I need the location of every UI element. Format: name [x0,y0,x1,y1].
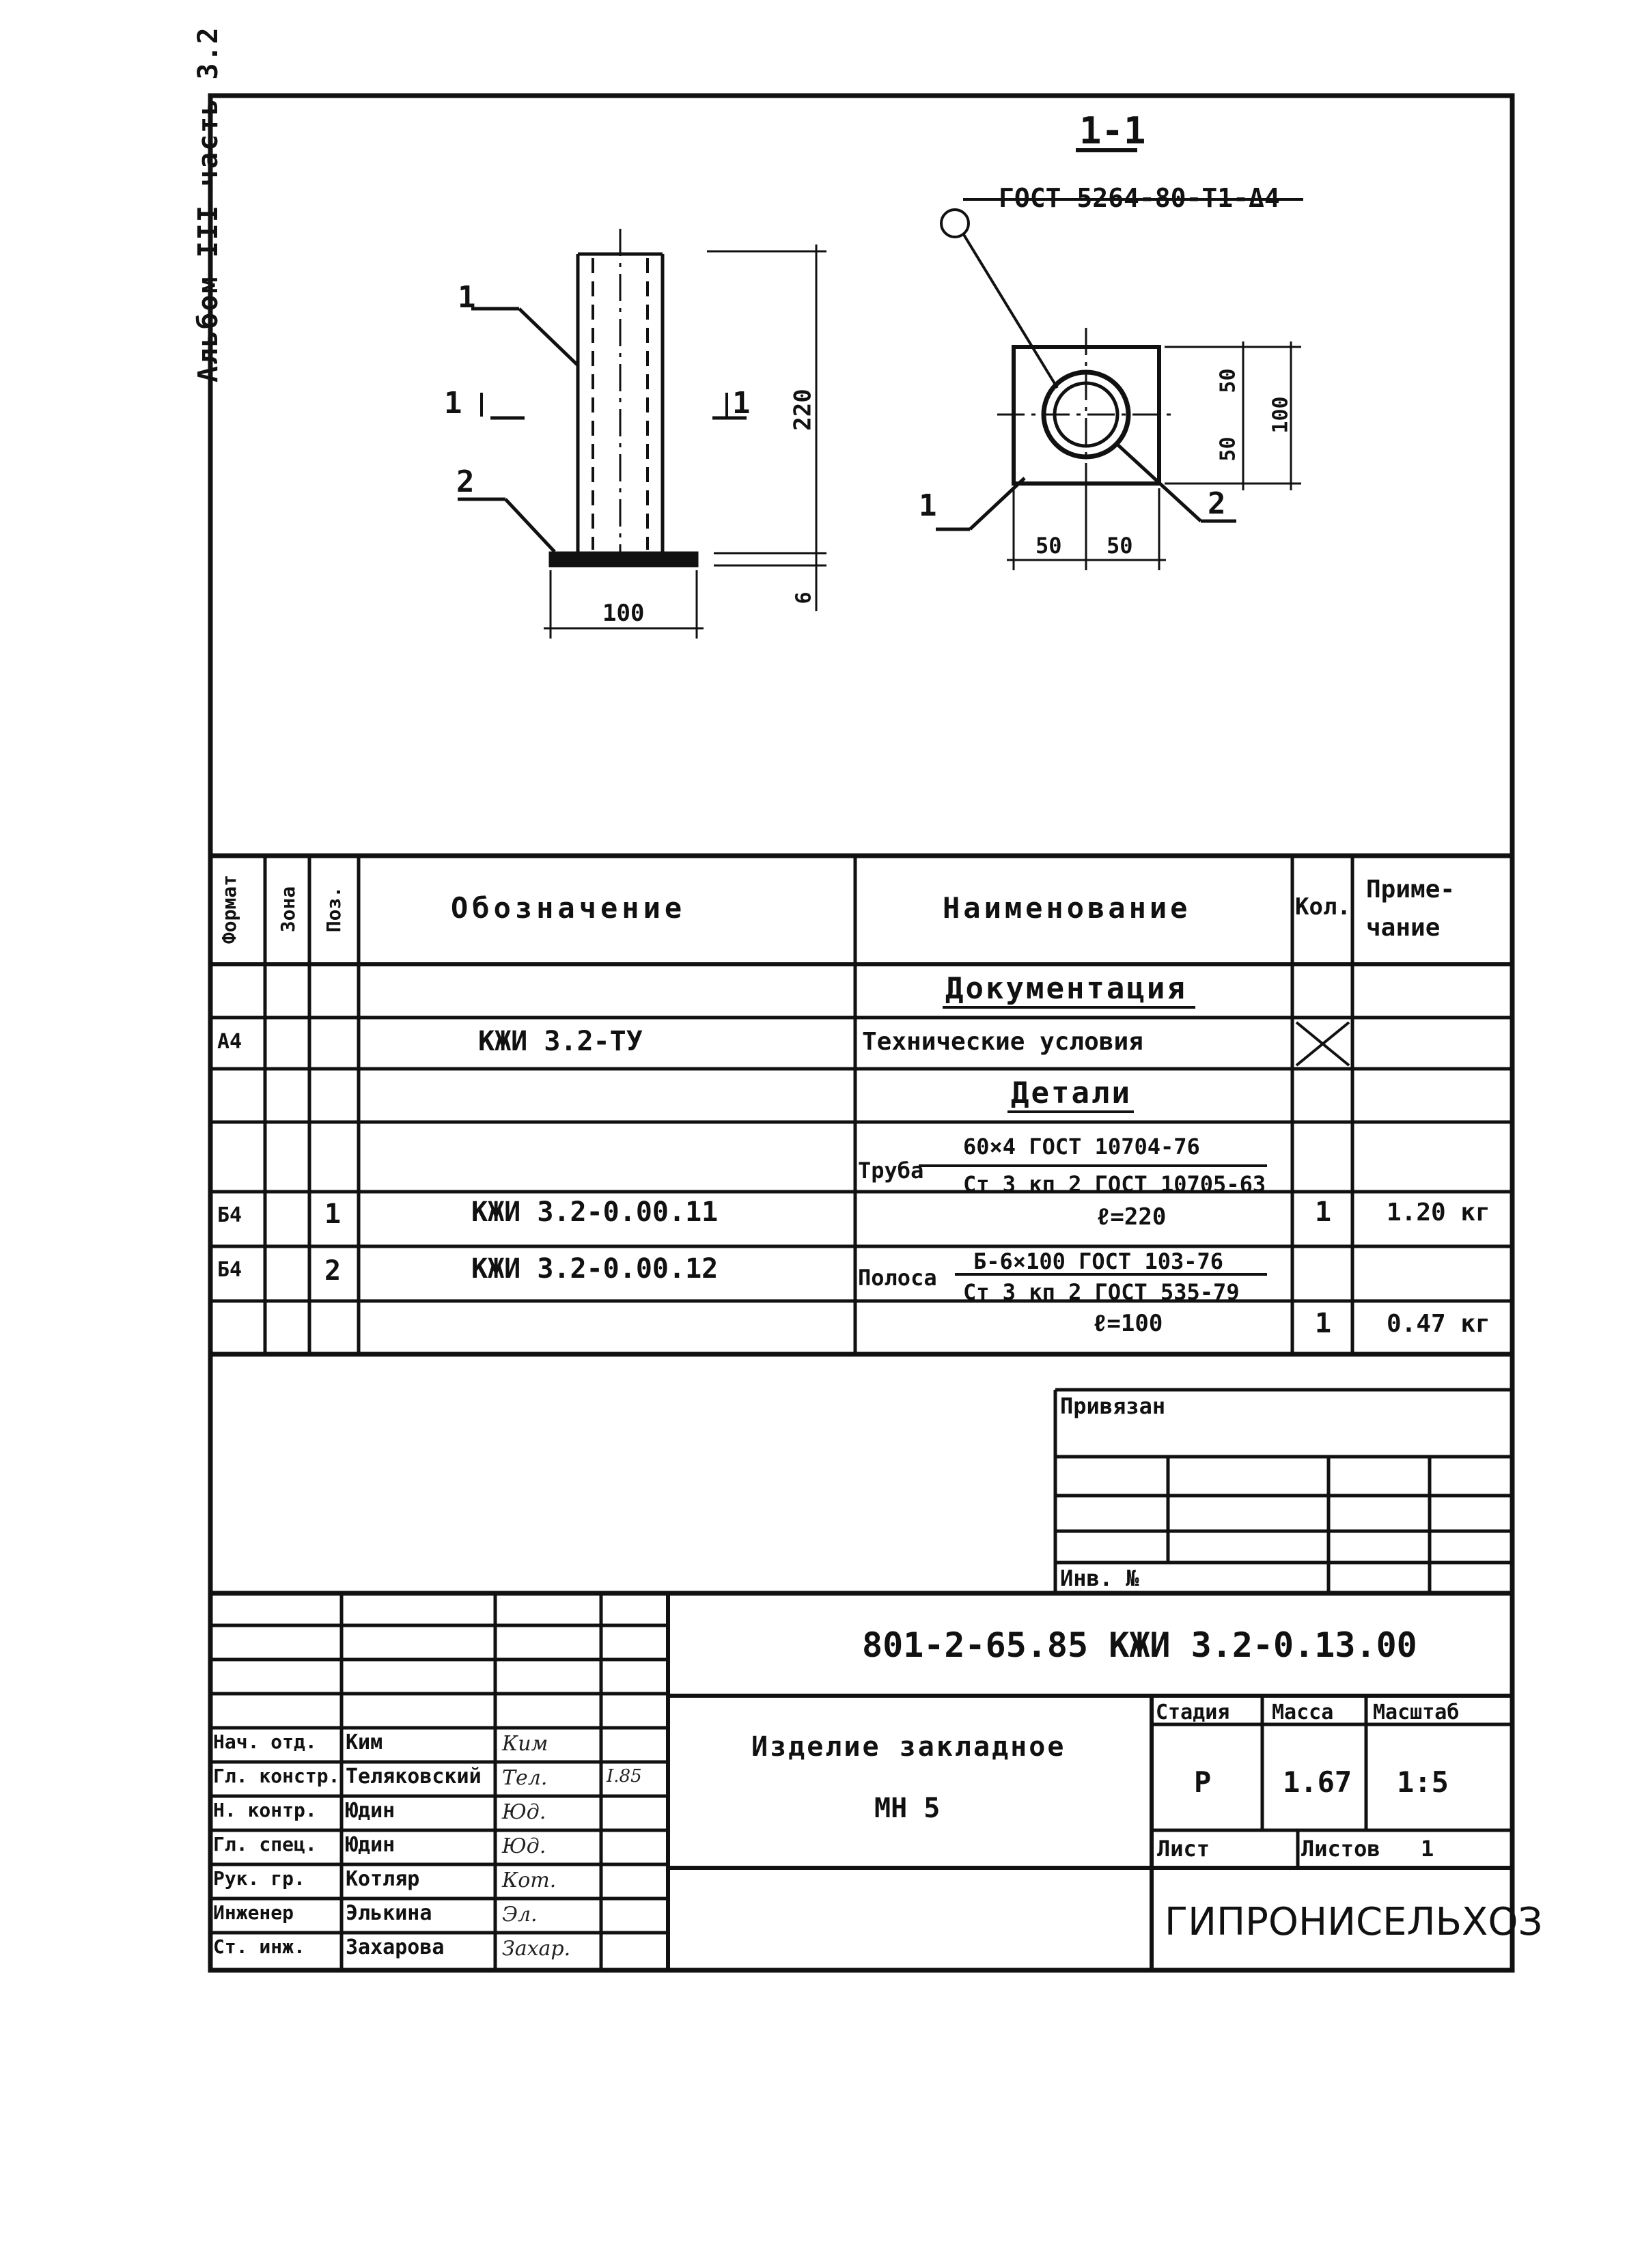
staff-signature: Ким [502,1732,548,1756]
part1-length: ℓ=220 [1096,1203,1167,1231]
header-note: Приме- чание [1366,876,1456,942]
item-name-line2: МН 5 [874,1793,941,1824]
plan-dim-50a: 50 [1035,533,1062,559]
staff-signature: Юд. [502,1834,546,1858]
header-pos: Поз. [322,886,346,933]
doc-name: Технические условия [862,1028,1143,1056]
dim-height: 220 [789,389,817,431]
stage-label: Стадия [1156,1700,1230,1724]
staff-role: Гл. констр. [213,1765,340,1787]
part2-name: Полоса [858,1265,937,1291]
mass-label: Масса [1272,1700,1334,1724]
item-name-line1: Изделие закладное [751,1731,1066,1763]
part1-bottom: Ст 3 кп 2 ГОСТ 10705-63 [963,1171,1266,1197]
section-parts: Детали [1011,1076,1132,1110]
staff-name: Теляковский [346,1765,482,1789]
part1-designation: КЖИ 3.2-0.00.11 [471,1196,719,1228]
inv-label: Инв. № [1060,1565,1139,1591]
staff-name: Юдин [346,1833,395,1857]
staff-signature: Эл. [502,1903,538,1927]
staff-role: Рук. гр. [213,1867,305,1890]
dim-plate: 6 [792,591,816,604]
part2-top: Б-6×100 ГОСТ 103-76 [973,1248,1224,1274]
section-mark: 1-1 [1079,109,1146,152]
scale-value: 1:5 [1397,1765,1449,1799]
dim-width: 100 [602,600,645,627]
staff-date: I.85 [607,1766,642,1787]
part2-designation: КЖИ 3.2-0.00.12 [471,1253,719,1285]
plan-dim-50c: 50 [1216,368,1240,393]
sheets-value: 1 [1421,1836,1434,1862]
staff-signature: Кот. [502,1868,557,1892]
header-designation: Обозначение [451,891,686,925]
part2-bottom: Ст 3 кп 2 ГОСТ 535-79 [963,1279,1240,1305]
part2-format: Б4 [217,1258,242,1282]
stage-value: Р [1194,1765,1212,1799]
pipe-elevation [458,229,826,639]
part1-qty: 1 [1315,1196,1332,1228]
scale-label: Масштаб [1373,1700,1460,1724]
part2-pos: 2 [324,1255,342,1287]
staff-signature: Захар. [502,1937,571,1961]
staff-role: Н. контр. [213,1799,317,1821]
document-code: 801-2-65.85 КЖИ 3.2-0.13.00 [862,1625,1417,1665]
plan-pos-1: 1 [919,488,937,523]
header-name: Наименование [943,891,1191,925]
staff-signature: Юд. [502,1800,546,1824]
staff-role: Инженер [213,1901,294,1924]
part1-note: 1.20 кг [1387,1199,1490,1227]
pipe-plan [936,148,1303,570]
staff-signature: Тел. [502,1766,548,1790]
section-documentation: Документация [945,971,1187,1006]
plan-dim-100: 100 [1268,396,1293,434]
part2-qty: 1 [1315,1308,1332,1339]
staff-role: Ст. инж. [213,1935,305,1958]
staff-name: Юдин [346,1799,395,1823]
part2-length: ℓ=100 [1093,1310,1163,1337]
sheet-frame [208,93,1515,1973]
staff-name: Захарова [346,1935,445,1959]
linked-title: Привязан [1060,1393,1166,1419]
part1-pos: 1 [324,1199,342,1230]
staff-name: Элькина [346,1901,432,1925]
doc-format: А4 [217,1030,242,1054]
cut-left-label: 1 [444,386,462,421]
plan-pos-2: 2 [1208,486,1226,521]
cut-right-label: 1 [732,386,751,421]
header-zone: Зона [277,886,300,933]
part1-top: 60×4 ГОСТ 10704-76 [963,1134,1200,1160]
sheets-label: Листов [1301,1836,1380,1862]
organization-name: ГИПРОНИСЕЛЬХОЗ [1165,1900,1543,1944]
header-format: Формат [218,874,241,944]
doc-designation: КЖИ 3.2-ТУ [478,1026,643,1057]
plan-dim-50d: 50 [1216,436,1240,462]
pos-2-label: 2 [456,464,475,499]
part1-format: Б4 [217,1203,242,1227]
mass-value: 1.67 [1283,1765,1352,1799]
staff-name: Ким [346,1731,383,1754]
staff-role: Гл. спец. [213,1833,317,1856]
staff-role: Нач. отд. [213,1731,317,1753]
pos-1-label: 1 [458,280,476,315]
plan-dim-50b: 50 [1107,533,1133,559]
weld-note: ГОСТ 5264-80-Т1-Δ4 [999,183,1280,213]
header-qty: Кол. [1295,893,1351,921]
part2-note: 0.47 кг [1387,1310,1490,1338]
part1-name: Труба [858,1158,924,1184]
sheet-label: Лист [1157,1836,1210,1862]
staff-name: Котляр [346,1867,420,1891]
